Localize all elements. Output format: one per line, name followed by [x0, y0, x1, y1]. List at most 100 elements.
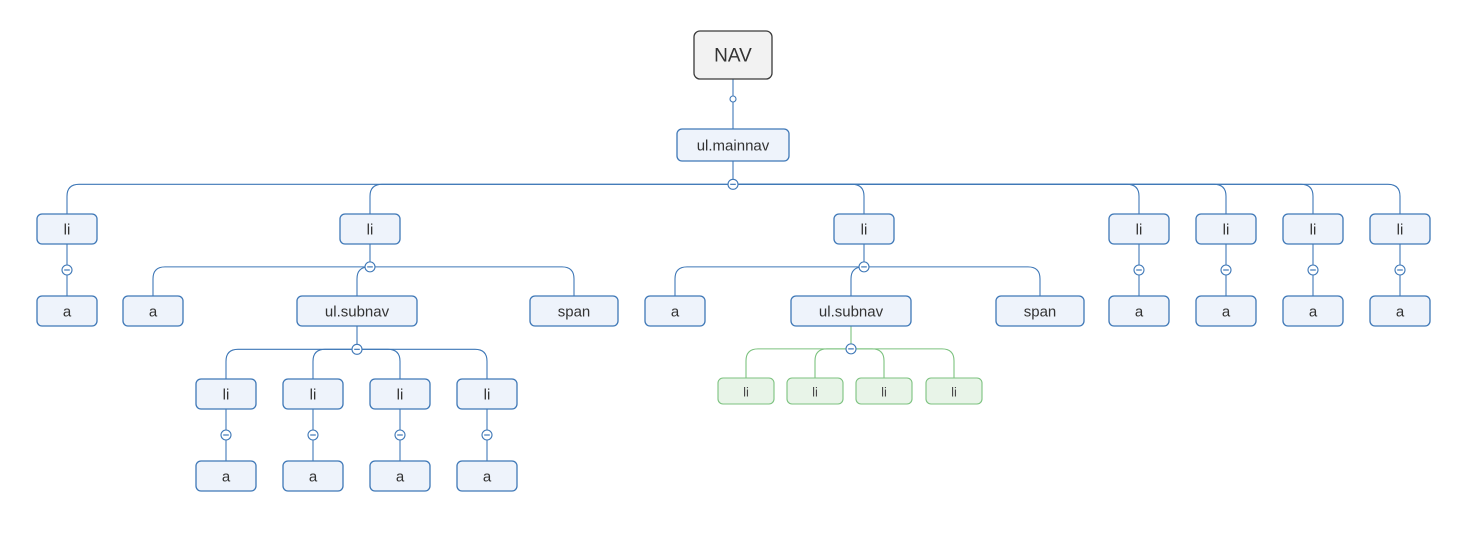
node-box [1108, 213, 1170, 245]
node-nav[interactable]: NAV [693, 30, 773, 80]
node-label: li [223, 387, 230, 404]
node-label: li [1397, 222, 1404, 239]
node-box [925, 377, 983, 405]
node-a[interactable]: a [1282, 295, 1344, 327]
node-li[interactable]: li [925, 377, 983, 405]
node-a[interactable]: a [282, 460, 344, 492]
node-a[interactable]: a [456, 460, 518, 492]
node-ul-mainnav[interactable]: ul.mainnav [676, 128, 790, 162]
node-box [195, 378, 257, 410]
node-box [282, 460, 344, 492]
node-label: a [1135, 304, 1144, 321]
collapse-toggle-icon[interactable] [858, 261, 870, 273]
node-box [693, 30, 773, 80]
node-label: a [1222, 304, 1231, 321]
node-a[interactable]: a [1195, 295, 1257, 327]
node-label: a [222, 469, 231, 486]
node-label: a [149, 304, 158, 321]
node-label: span [1024, 304, 1057, 321]
node-box [195, 460, 257, 492]
node-box [717, 377, 775, 405]
node-box [833, 213, 895, 245]
node-label: li [367, 222, 374, 239]
node-li[interactable]: li [1282, 213, 1344, 245]
node-ul-subnav[interactable]: ul.subnav [790, 295, 912, 327]
node-box [676, 128, 790, 162]
node-label: a [671, 304, 680, 321]
node-box [296, 295, 418, 327]
node-box [456, 378, 518, 410]
node-li[interactable]: li [339, 213, 401, 245]
node-label: NAV [714, 46, 752, 67]
node-label: li [1223, 222, 1230, 239]
collapse-toggle-icon[interactable] [727, 178, 739, 190]
node-label: a [483, 469, 492, 486]
node-label: li [397, 387, 404, 404]
collapse-toggle-icon[interactable] [220, 429, 232, 441]
node-box [1108, 295, 1170, 327]
node-label: ul.mainnav [697, 138, 770, 155]
node-li[interactable]: li [786, 377, 844, 405]
node-li[interactable]: li [282, 378, 344, 410]
node-label: a [1396, 304, 1405, 321]
node-box [790, 295, 912, 327]
node-box [456, 460, 518, 492]
collapse-toggle-icon[interactable] [351, 343, 363, 355]
node-li[interactable]: li [36, 213, 98, 245]
node-ul-subnav[interactable]: ul.subnav [296, 295, 418, 327]
node-box [282, 378, 344, 410]
collapse-toggle-icon[interactable] [394, 429, 406, 441]
node-li[interactable]: li [717, 377, 775, 405]
node-box [1369, 295, 1431, 327]
node-li[interactable]: li [195, 378, 257, 410]
node-a[interactable]: a [369, 460, 431, 492]
node-label: li [1136, 222, 1143, 239]
node-a[interactable]: a [644, 295, 706, 327]
node-li[interactable]: li [855, 377, 913, 405]
node-box [339, 213, 401, 245]
node-li[interactable]: li [833, 213, 895, 245]
node-label: li [881, 385, 887, 400]
collapse-toggle-icon[interactable] [61, 264, 73, 276]
node-box [1195, 295, 1257, 327]
node-box [786, 377, 844, 405]
collapse-toggle-icon[interactable] [1133, 264, 1145, 276]
node-a[interactable]: a [1369, 295, 1431, 327]
collapse-toggle-icon[interactable] [364, 261, 376, 273]
node-label: li [812, 385, 818, 400]
node-li[interactable]: li [369, 378, 431, 410]
node-li[interactable]: li [1108, 213, 1170, 245]
collapse-toggle-icon[interactable] [1307, 264, 1319, 276]
collapse-toggle-icon[interactable] [845, 343, 857, 355]
collapse-toggle-icon[interactable] [307, 429, 319, 441]
node-a[interactable]: a [195, 460, 257, 492]
node-span[interactable]: span [529, 295, 619, 327]
node-label: li [1310, 222, 1317, 239]
node-label: a [1309, 304, 1318, 321]
node-a[interactable]: a [122, 295, 184, 327]
node-a[interactable]: a [36, 295, 98, 327]
node-li[interactable]: li [456, 378, 518, 410]
collapse-toggle-icon[interactable] [1220, 264, 1232, 276]
node-box [1282, 213, 1344, 245]
node-box [855, 377, 913, 405]
node-a[interactable]: a [1108, 295, 1170, 327]
collapse-toggle-icon[interactable] [1394, 264, 1406, 276]
node-box [1282, 295, 1344, 327]
node-box [122, 295, 184, 327]
node-li[interactable]: li [1195, 213, 1257, 245]
node-label: a [309, 469, 318, 486]
node-span[interactable]: span [995, 295, 1085, 327]
node-box [36, 213, 98, 245]
node-box [1369, 213, 1431, 245]
node-label: li [951, 385, 957, 400]
collapse-toggle-icon[interactable] [481, 429, 493, 441]
node-li[interactable]: li [1369, 213, 1431, 245]
node-box [1195, 213, 1257, 245]
node-label: a [396, 469, 405, 486]
collapse-toggle-icon[interactable] [729, 95, 737, 103]
node-label: li [310, 387, 317, 404]
node-box [369, 460, 431, 492]
node-label: li [484, 387, 491, 404]
